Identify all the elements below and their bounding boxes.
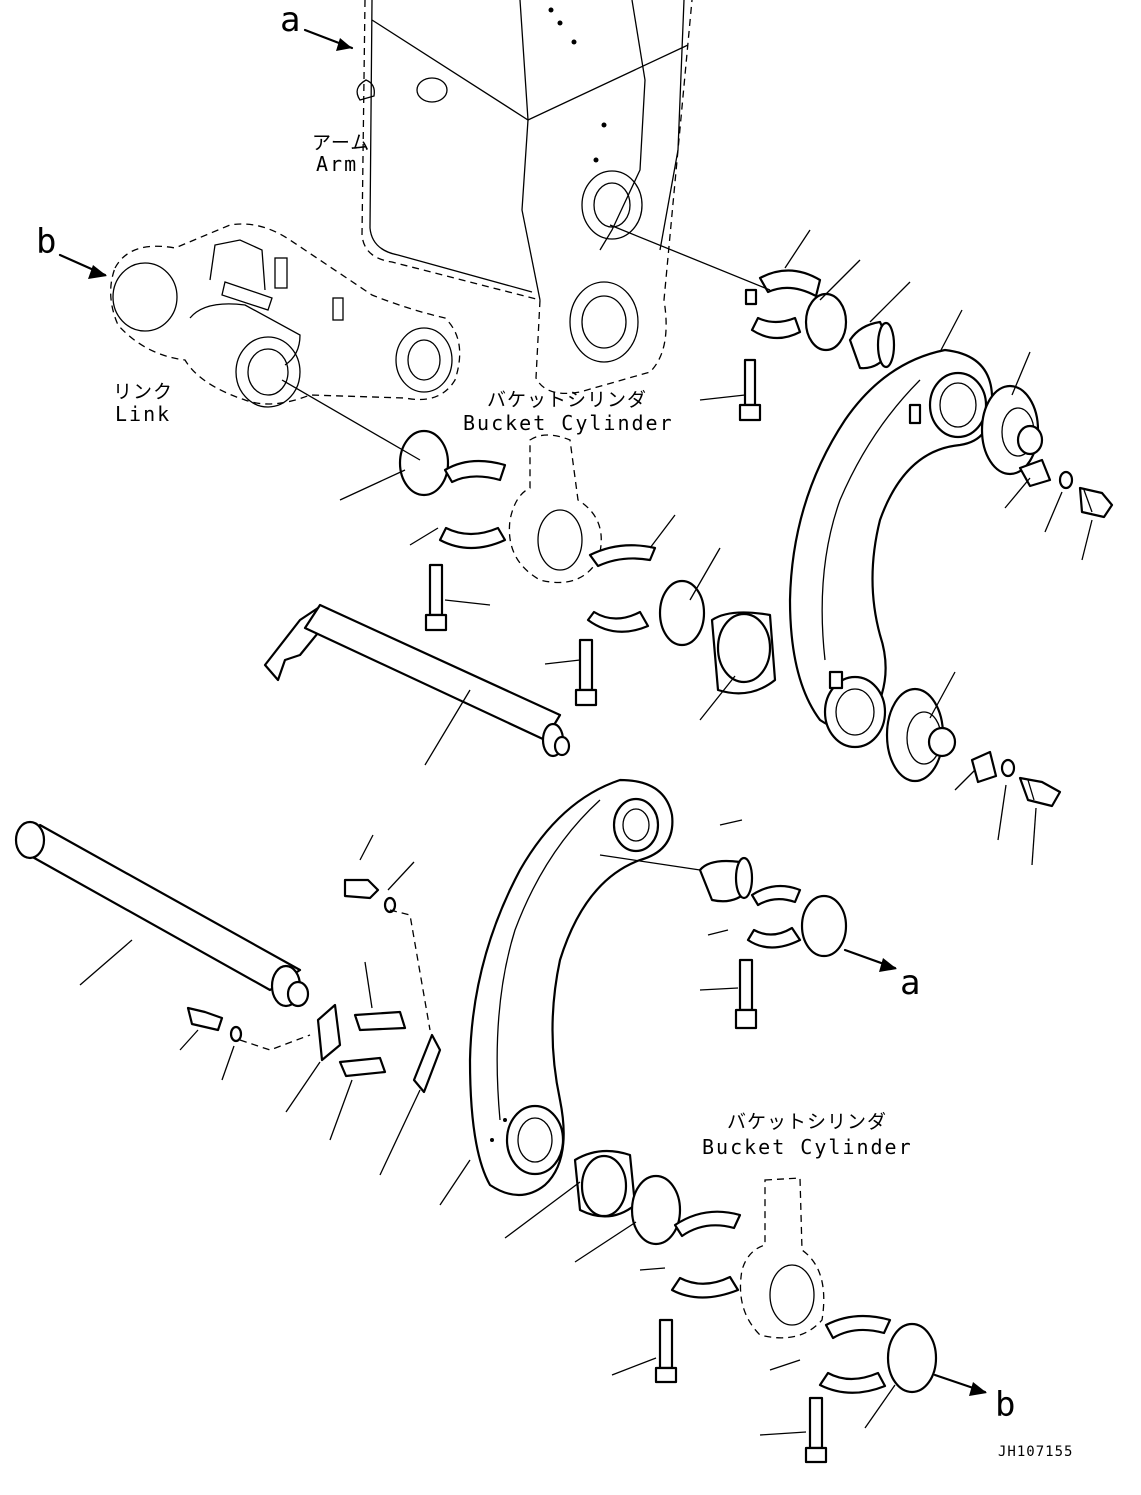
ref-letter-a-right: a bbox=[900, 963, 921, 1003]
reference-arrows bbox=[58, 28, 987, 1396]
bucket-cylinder-bottom-jp: バケットシリンダ bbox=[727, 1111, 888, 1133]
bucket-cylinder-top-jp: バケットシリンダ bbox=[487, 389, 648, 411]
lower-link-plate bbox=[468, 778, 674, 1197]
drawing-code: JH107155 bbox=[998, 1444, 1074, 1460]
arm-label-en: Arm bbox=[316, 152, 359, 176]
link-label-en: Link bbox=[115, 402, 172, 426]
link-phantom bbox=[110, 223, 461, 408]
upper-plate-washer bbox=[980, 384, 1114, 519]
upper-link-plate bbox=[788, 348, 994, 749]
middle-clamp-set bbox=[398, 429, 777, 707]
ref-letter-b-left: b bbox=[36, 222, 57, 262]
link-label-jp: リンク bbox=[113, 381, 174, 403]
lower-pin bbox=[14, 820, 310, 1008]
lower-plate-washer bbox=[885, 687, 1062, 808]
lower-clamp-set-a bbox=[698, 856, 848, 1030]
stopper-blocks bbox=[186, 878, 442, 1094]
bucket-cylinder-bottom-en: Bucket Cylinder bbox=[702, 1135, 913, 1159]
arm-label-jp: アーム bbox=[312, 132, 371, 154]
bottom-clamp-set bbox=[573, 1149, 938, 1464]
bucket-cylinder-top-en: Bucket Cylinder bbox=[463, 411, 674, 435]
ref-letter-b-bottom: b bbox=[995, 1385, 1016, 1425]
upper-pin bbox=[263, 603, 571, 758]
leader-lines bbox=[79, 224, 1093, 1436]
ref-letter-a-top: a bbox=[280, 0, 301, 40]
arm-phantom bbox=[356, 0, 693, 395]
